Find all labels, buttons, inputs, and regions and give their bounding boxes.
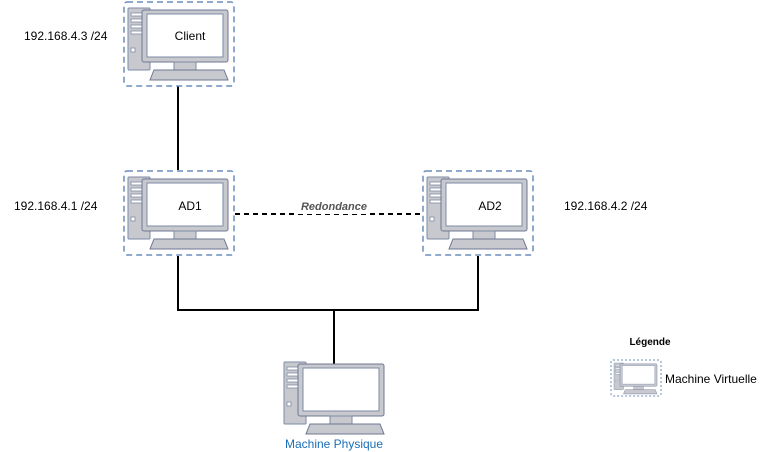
ad1-ip-label: 192.168.4.1 /24 <box>14 199 98 213</box>
legend: Légende Machine Virtuelle <box>610 337 757 397</box>
client-ip-label: 192.168.4.3 /24 <box>24 29 108 43</box>
legend-vm-label: Machine Virtuelle <box>665 372 757 386</box>
physical-computer-icon <box>283 361 385 435</box>
ad2-label: AD2 <box>478 199 502 213</box>
ad1-vm[interactable]: AD1 <box>123 170 235 256</box>
redundancy-label: Redondance <box>301 201 367 213</box>
ad1-label: AD1 <box>178 199 202 213</box>
physical-machine-label: Machine Physique <box>285 437 383 451</box>
ad-physical-bus-link <box>177 256 479 311</box>
client-label: Client <box>175 29 206 43</box>
redundancy-label-background <box>298 200 370 214</box>
client-vm[interactable]: Client <box>123 1 235 87</box>
legend-title: Légende <box>629 337 671 348</box>
physical-machine[interactable]: Machine Physique <box>283 361 385 451</box>
ad2-vm[interactable]: AD2 <box>422 170 534 256</box>
ad2-ip-label: 192.168.4.2 /24 <box>564 199 648 213</box>
